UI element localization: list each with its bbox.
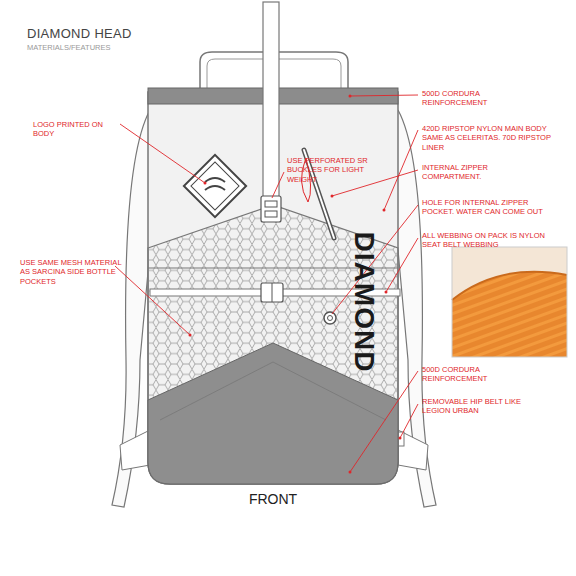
subtitle: MATERIALS/FEATURES (27, 43, 177, 52)
callout-note: USE SAME MESH MATERIAL AS SARCINA SIDE B… (20, 258, 130, 286)
callout-note: LOGO PRINTED ON BODY (33, 120, 123, 139)
callout-note: INTERNAL ZIPPER COMPARTMENT. (422, 163, 532, 182)
view-label: FRONT (249, 491, 297, 509)
callout-note: ALL WEBBING ON PACK IS NYLON SEAT BELT W… (422, 231, 547, 250)
callout-note: 500D CORDURA REINFORCEMENT (422, 365, 532, 384)
diagram-title: DIAMOND HEAD (27, 26, 132, 42)
callout-note: USE PERFORATED SR BUCKLES FOR LIGHT WEIG… (287, 156, 387, 184)
callout-note: 420D RIPSTOP NYLON MAIN BODY SAME AS CEL… (422, 124, 552, 152)
callout-note: HOLE FOR INTERNAL ZIPPER POCKET. WATER C… (422, 198, 552, 217)
callout-note: REMOVABLE HIP BELT LIKE LEGION URBAN (422, 397, 532, 416)
callout-note: 500D CORDURA REINFORCEMENT (422, 89, 537, 108)
body-print: DIAMOND (350, 232, 378, 373)
